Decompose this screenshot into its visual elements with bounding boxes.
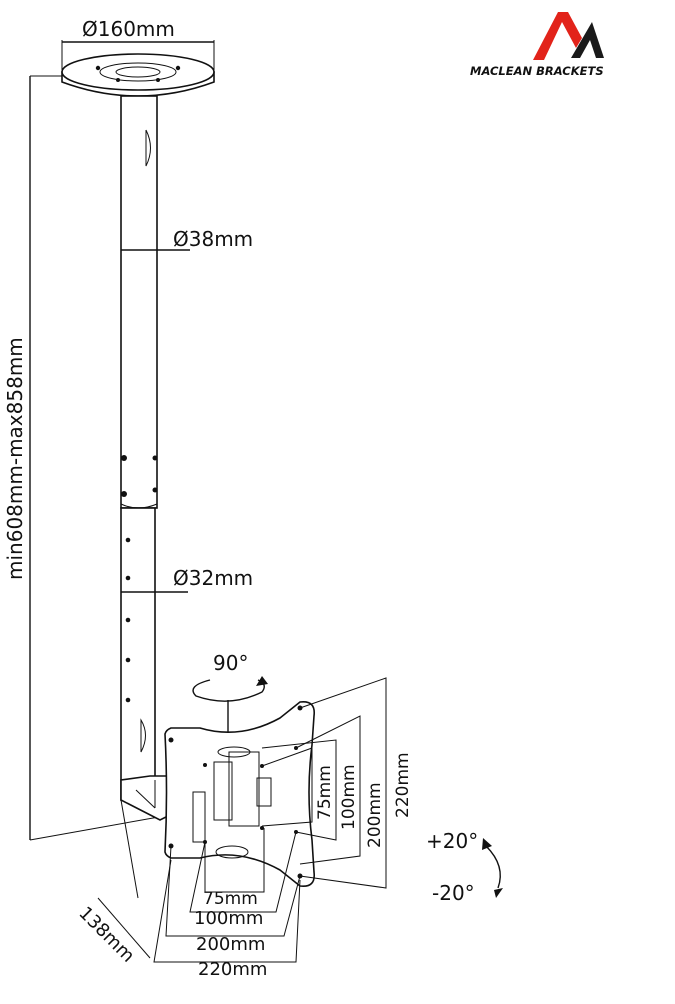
swivel-label: 90° xyxy=(213,651,248,675)
ceiling-plate xyxy=(61,53,215,97)
vesa-v-100: 100mm xyxy=(339,764,359,830)
plate-diameter-dimension: Ø160mm xyxy=(61,17,215,70)
lower-tube: Ø32mm xyxy=(120,503,253,801)
logo-m-dark xyxy=(571,22,604,58)
vesa-h-200: 200mm xyxy=(196,934,265,955)
height-dimension: min608mm-max858mm xyxy=(3,75,171,841)
tilt-down-label: -20° xyxy=(432,881,475,905)
upper-tube-diameter-label: Ø38mm xyxy=(173,227,253,251)
brand-logo: MACLEAN BRACKETS xyxy=(470,12,604,78)
vesa-vertical-dimensions: 75mm 100mm 200mm 220mm xyxy=(261,677,413,889)
upper-tube: Ø38mm xyxy=(120,95,253,509)
tilt-up-label: +20° xyxy=(426,829,478,853)
height-range-label: min608mm-max858mm xyxy=(3,337,27,580)
lower-tube-diameter-label: Ø32mm xyxy=(173,566,253,590)
vesa-v-200: 200mm xyxy=(365,782,385,848)
swivel-indicator: 90° xyxy=(192,651,268,740)
vesa-plate xyxy=(164,700,316,888)
vesa-h-100: 100mm xyxy=(194,908,263,929)
vesa-horizontal-dimensions: 75mm 100mm 200mm 220mm xyxy=(153,828,301,980)
depth-label: 138mm xyxy=(74,903,138,967)
vesa-h-220: 220mm xyxy=(198,959,267,980)
plate-diameter-label: Ø160mm xyxy=(82,17,175,41)
logo-text: MACLEAN BRACKETS xyxy=(470,64,604,78)
vesa-v-220: 220mm xyxy=(393,752,413,818)
logo-m-red xyxy=(533,12,582,60)
vesa-h-75: 75mm xyxy=(203,889,258,909)
tilt-indicator: +20° -20° xyxy=(426,829,503,905)
vesa-v-75: 75mm xyxy=(315,765,335,820)
